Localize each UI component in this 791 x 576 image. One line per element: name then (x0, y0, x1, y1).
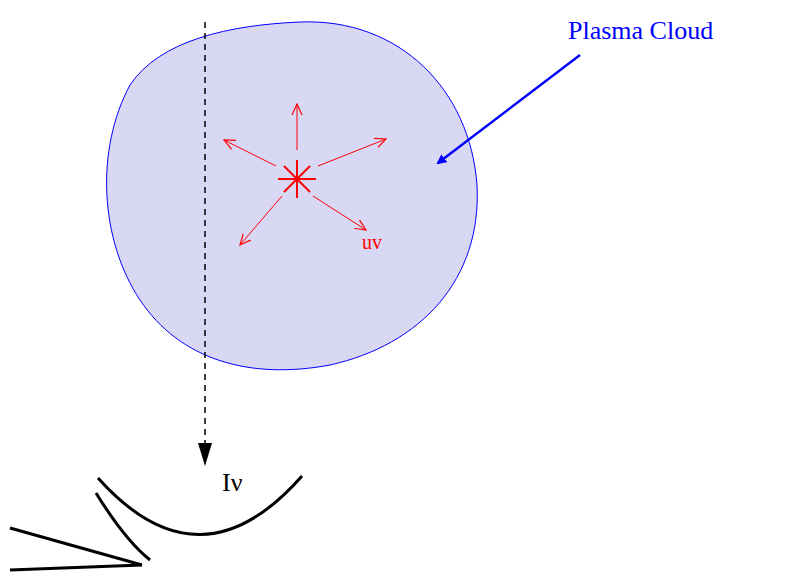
line-of-sight (204, 22, 206, 445)
eye-symbol (10, 476, 302, 570)
plasma-cloud (107, 22, 478, 370)
intensity-label: Iν (222, 470, 242, 496)
line-of-sight-head (198, 443, 212, 466)
callout-label: Plasma Cloud (568, 18, 713, 44)
callout-arrow (438, 55, 580, 163)
uv-label: uv (362, 232, 382, 252)
uv-source-star (278, 160, 316, 198)
uv-rays (224, 104, 386, 245)
